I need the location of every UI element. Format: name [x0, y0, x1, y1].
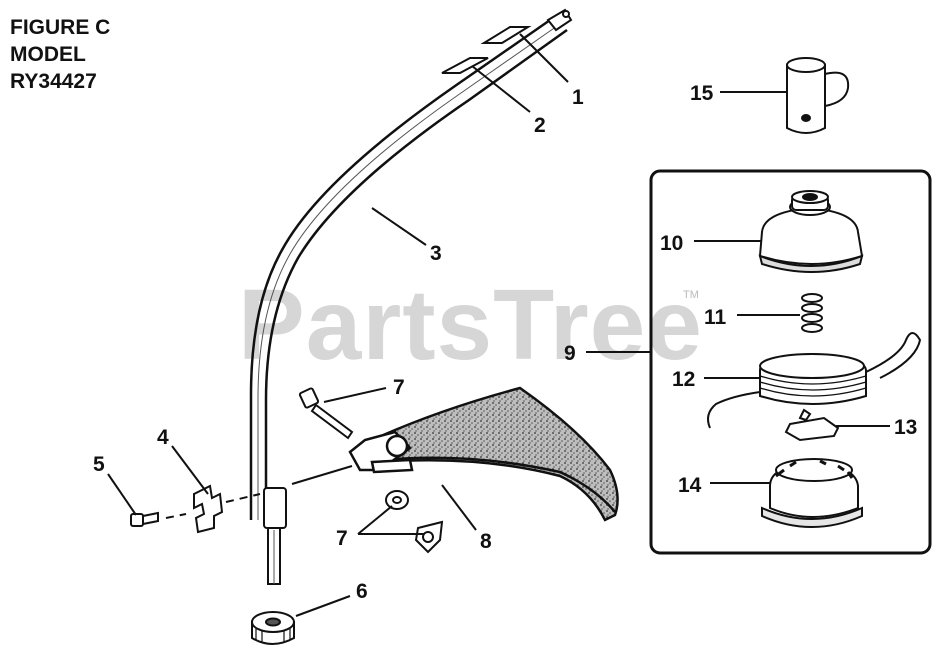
head-housing — [758, 190, 864, 273]
leader-lines — [107, 33, 890, 617]
callout-4: 4 — [157, 426, 169, 449]
callout-2: 2 — [534, 114, 546, 137]
callout-8: 8 — [480, 530, 492, 553]
grass-guard — [348, 386, 619, 522]
figure-title: FIGURE C MODEL RY34427 — [10, 14, 110, 95]
callout-12: 12 — [672, 368, 695, 391]
model-number: RY34427 — [10, 70, 97, 93]
spring — [801, 293, 823, 333]
retainer-clip — [784, 408, 840, 442]
trimmer-head-assembly-box — [649, 169, 932, 555]
bracket — [193, 484, 224, 534]
washer — [385, 490, 409, 510]
callout-15: 15 — [690, 82, 714, 105]
callout-11: 11 — [704, 306, 727, 329]
figure-label: FIGURE C — [10, 16, 111, 39]
shaft-lower-end — [263, 487, 287, 585]
spool-with-line — [707, 332, 922, 429]
callout-labels: 1 2 3 4 5 6 7 7 8 9 10 11 12 13 14 15 — [93, 82, 917, 603]
callout-1: 1 — [572, 86, 584, 109]
callout-14: 14 — [678, 474, 702, 497]
head-base — [761, 458, 863, 528]
callout-7-hardware: 7 — [336, 527, 348, 550]
callout-7-bolt: 7 — [393, 376, 405, 399]
callout-9: 9 — [564, 342, 576, 365]
sleeve — [786, 57, 850, 134]
callout-6: 6 — [356, 580, 368, 603]
callout-10: 10 — [660, 232, 683, 255]
shaft-upper-end — [546, 8, 573, 32]
watermark-trademark: TM — [683, 289, 699, 301]
callout-5: 5 — [93, 453, 105, 476]
guard-bolt — [298, 387, 354, 440]
decal-part-1 — [480, 26, 532, 44]
wing-nut — [414, 520, 444, 554]
screw — [130, 511, 159, 527]
knob — [251, 611, 295, 645]
decal-part-2 — [441, 57, 489, 74]
shaft-tube — [249, 16, 568, 520]
callout-3: 3 — [430, 242, 442, 265]
watermark-text: PartsTree — [238, 269, 703, 381]
callout-13: 13 — [894, 416, 917, 439]
model-label: MODEL — [10, 43, 86, 66]
